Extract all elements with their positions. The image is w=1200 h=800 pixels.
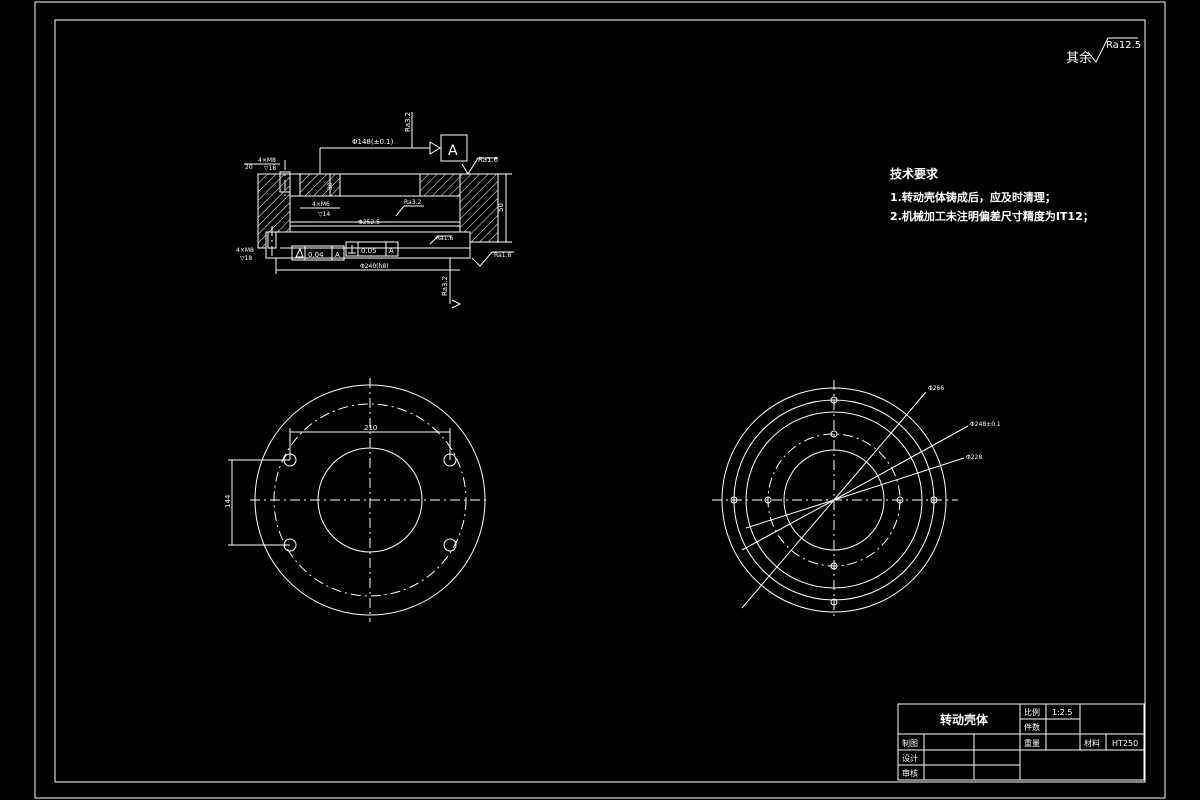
ra-label-3: Ra3.2	[404, 199, 421, 206]
perp-datum-text: A	[389, 247, 394, 255]
title-block-frame	[897, 703, 1145, 781]
ra-symbol-6-icon	[451, 299, 462, 309]
right-hole-top-outer	[830, 396, 838, 404]
hole-callout-mid-text: 4×M6	[312, 201, 330, 208]
general-surface-finish-note: 其余 Ra12.5	[1066, 37, 1141, 66]
outer-border	[34, 1, 1166, 799]
leader-phi266	[833, 391, 927, 501]
dim-top-diameter-text: Φ148(±0.1)	[352, 138, 394, 146]
flatness-datum-text: A	[335, 251, 340, 259]
ra-symbol-5-icon	[471, 251, 514, 267]
right-hole-right-inner	[896, 496, 904, 504]
flatness-frame-box	[291, 245, 345, 261]
material-value-text: HT250	[1112, 739, 1138, 748]
leader-phi228-opposite	[745, 499, 835, 529]
right-hole-bottom-inner	[830, 562, 838, 570]
dim-144-text: 144	[224, 494, 232, 508]
section-hatch-right	[459, 173, 499, 243]
datum-box	[440, 134, 468, 162]
weight-label-text: 重量	[1024, 738, 1040, 748]
part-name-text: 转动壳体	[940, 712, 989, 727]
flatness-tolerance-frame: 0.04 A	[291, 245, 345, 261]
right-hole-left-outer	[730, 496, 738, 504]
ra-label-5: Ra1.6	[494, 252, 511, 259]
quantity-label-text: 件数	[1024, 722, 1040, 732]
dim-mid-diameter-text: Φ252.5	[358, 219, 380, 226]
hole-callout-top-text: 4×M8	[258, 157, 276, 164]
dim-phi228-text: Φ228	[966, 454, 982, 461]
ra-label-4: Ra1.6	[436, 235, 453, 242]
drawn-label-text: 制图	[902, 738, 918, 748]
leader-phi248-opposite	[741, 499, 835, 551]
ra-symbol-2-icon	[461, 157, 498, 175]
hole-callout-top-depth: ▽18	[264, 165, 276, 172]
ra-label-1: Ra3.2	[404, 112, 412, 132]
ra-symbol-4-icon	[429, 235, 452, 245]
design-label-text: 设计	[902, 753, 918, 763]
flatness-symbol-icon	[295, 247, 304, 258]
right-plan-view: Φ266 Φ248±0.1 Φ228	[712, 380, 1001, 620]
title-block: 转动壳体 比例 1:2.5 件数 制图 设计 审核 重量 材料 HT250	[897, 703, 1145, 781]
review-label-text: 审核	[902, 768, 918, 778]
left-plan-view: 210 144	[224, 378, 490, 622]
dim-step2-text: 20	[245, 164, 253, 171]
dim-phi266-text: Φ266	[928, 385, 944, 392]
section-outline	[257, 173, 499, 259]
ra-symbol-3-icon	[395, 205, 424, 217]
perpendicularity-tolerance-frame: 0.05 A	[345, 241, 399, 257]
finish-prefix-text: 其余	[1066, 50, 1092, 66]
dim-height-text: 50	[497, 203, 505, 212]
perpendicularity-symbol-icon	[348, 245, 356, 254]
ra-label-2: Ra1.6	[478, 156, 499, 164]
leader-phi228	[833, 457, 965, 501]
perp-frame-box	[345, 241, 399, 257]
hole-callout-bottom-text: 4×M8	[236, 247, 254, 254]
right-hole-left-inner	[764, 496, 772, 504]
perp-value-text: 0.05	[361, 247, 377, 255]
datum-triangle-icon	[429, 141, 441, 155]
inner-border	[54, 19, 1146, 783]
hole-callout-bottom-depth: ▽18	[240, 255, 252, 262]
dim-bottom-diameter-text: Φ240(h8)	[360, 263, 388, 270]
scale-label-text: 比例	[1024, 707, 1040, 717]
dim-210-text: 210	[364, 424, 377, 432]
right-hole-top-inner	[830, 430, 838, 438]
leader-phi248	[833, 425, 969, 501]
scale-value-text: 1:2.5	[1052, 708, 1073, 717]
section-hatch-top-mid-right	[419, 173, 461, 197]
finish-value-text: Ra12.5	[1106, 40, 1141, 51]
ra-label-6: Ra3.2	[441, 276, 449, 296]
tech-req-item-2: 2.机械加工未注明偏差尺寸精度为IT12；	[890, 209, 1094, 223]
section-hatch-top-mid	[299, 173, 341, 197]
material-label-text: 材料	[1084, 738, 1100, 748]
section-view: Φ148(±0.1) A Ra3.2 Ra1.6 4×M8 ▽18 20 4×M…	[236, 112, 514, 309]
tapped-hole-top	[279, 171, 291, 193]
technical-requirements: 技术要求 1.转动壳体铸成后，应及时清理； 2.机械加工未注明偏差尺寸精度为IT…	[890, 166, 1094, 223]
left-hole-br	[443, 538, 457, 552]
right-hole-bottom-outer	[830, 598, 838, 606]
flatness-value-text: 0.04	[308, 251, 324, 259]
right-hole-right-outer	[930, 496, 938, 504]
tech-req-item-1: 1.转动壳体铸成后，应及时清理；	[890, 190, 1056, 204]
finish-symbol-icon	[1087, 37, 1138, 63]
hole-callout-mid-depth: ▽14	[318, 211, 330, 218]
dim-phi248-text: Φ248±0.1	[970, 421, 1001, 428]
leader-phi266-opposite	[741, 499, 835, 609]
datum-label-text: A	[448, 143, 458, 159]
tech-req-title: 技术要求	[890, 166, 939, 181]
